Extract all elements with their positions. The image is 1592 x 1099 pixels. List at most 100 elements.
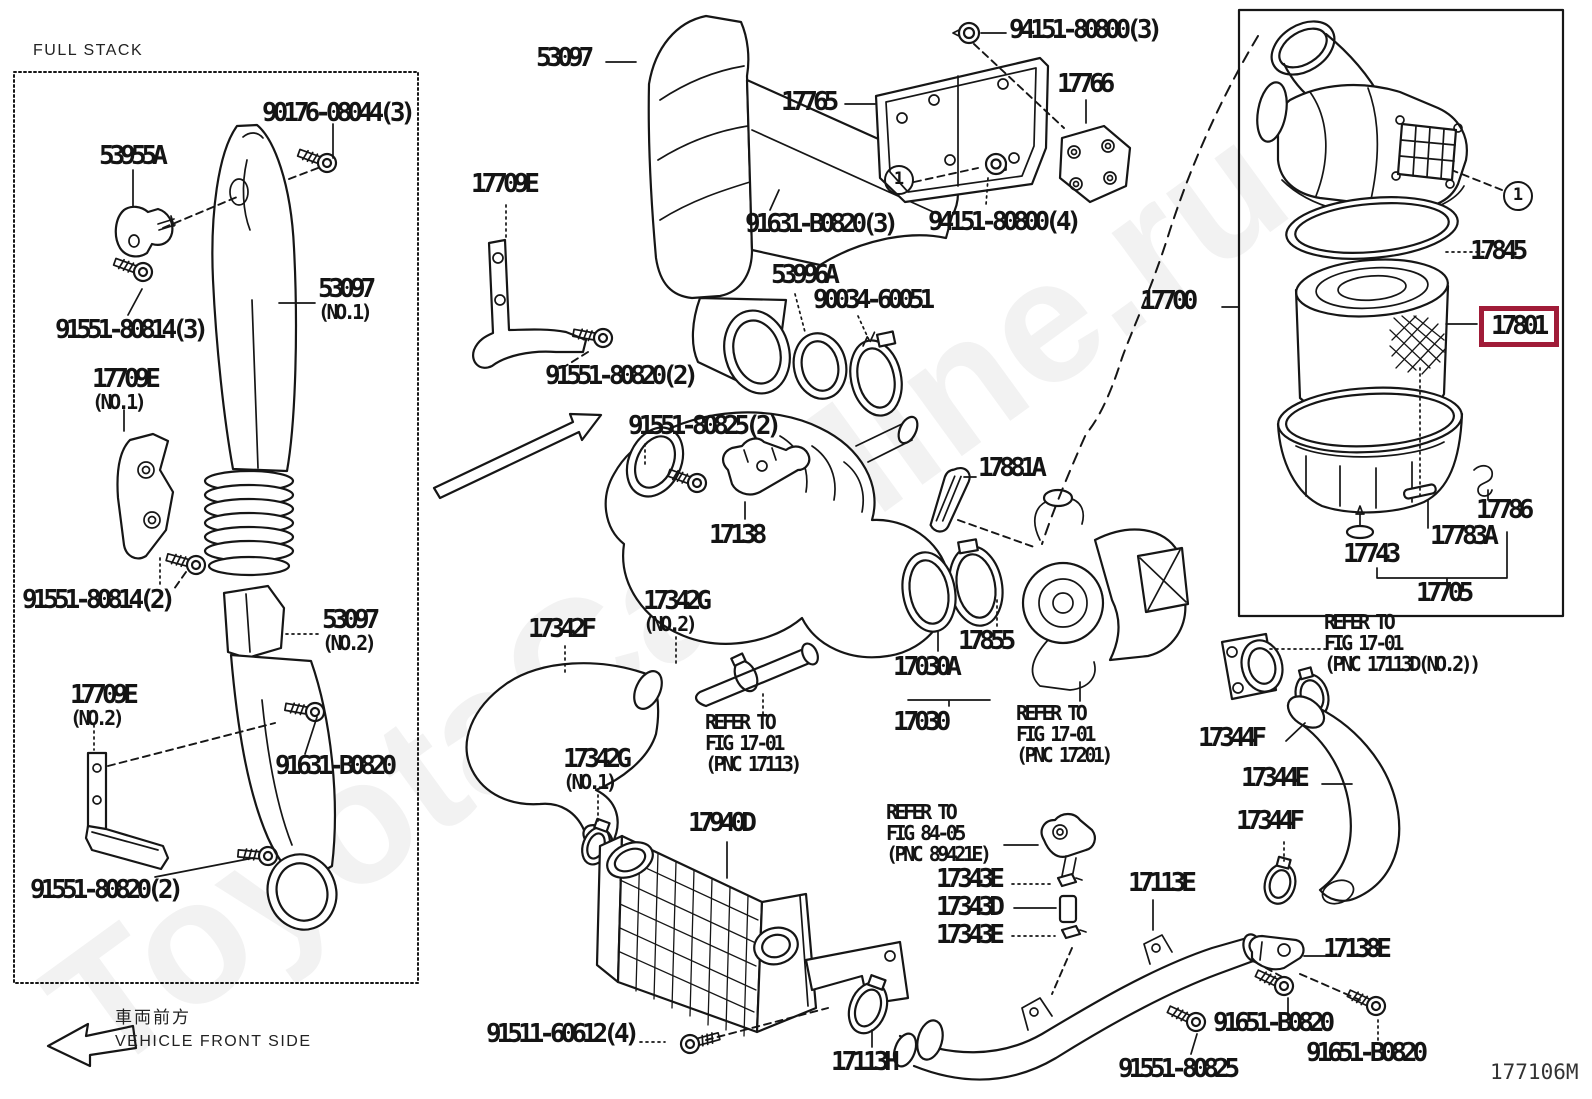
- full-stack-title-text: FULL STACK: [33, 42, 144, 59]
- snorkel-duct-no2: [222, 584, 338, 931]
- part-91631-b0820-3-text: 91631-B0820(3): [745, 209, 899, 239]
- hose-17342f: [465, 662, 663, 852]
- part-53097-no1: 53097(NO.1): [318, 276, 376, 323]
- part-17342g-no1: 17342G(NO.1): [563, 746, 632, 793]
- part-91651-b0820-right-text: 91651-B0820: [1306, 1038, 1428, 1068]
- note-refer-fig-17-01-pnc-17113d-text: REFER TO: [1324, 610, 1396, 634]
- part-17342f-text: 17342F: [528, 614, 597, 644]
- part-53996a: 53996A: [771, 262, 840, 288]
- part-17030a: 17030A: [893, 654, 962, 680]
- nut-94151-4: [984, 152, 1008, 176]
- part-17138-text: 17138: [709, 520, 767, 550]
- part-91551-80825: 91551-80825: [1118, 1056, 1240, 1082]
- vehicle-front-en-text: VEHICLE FRONT SIDE: [115, 1033, 312, 1050]
- part-17030: 17030: [893, 709, 951, 735]
- part-17709e-no1-text: 17709E: [92, 364, 161, 394]
- part-17342g-no2-text: (NO.2): [643, 612, 698, 636]
- full-stack-title: FULL STACK: [33, 42, 143, 60]
- part-17138e: 17138E: [1323, 936, 1392, 962]
- part-53097-no1-text: (NO.1): [318, 300, 373, 324]
- part-17343e-lower: 17343E: [936, 922, 1005, 948]
- part-91551-80820-2-center: 91551-80820(2): [545, 363, 699, 389]
- part-53097-no2: 53097(NO.2): [322, 607, 380, 654]
- part-17344f-lower-text: 17344F: [1236, 806, 1305, 836]
- clip-17138e: [1248, 934, 1305, 971]
- clamp-53996a: [792, 332, 848, 400]
- note-refer-fig-17-01-pnc-17113d-text: FIG 17-01: [1324, 631, 1404, 655]
- part-17709e-no1-text: (NO.1): [92, 390, 147, 414]
- part-91511-60612-4-text: 91511-60612(4): [486, 1019, 640, 1049]
- part-17709e-no2: 17709E(NO.2): [70, 682, 139, 729]
- pipe-stub-17113: [695, 642, 819, 708]
- sensor-89421e: [1040, 812, 1096, 879]
- part-17709e-center-text: 17709E: [471, 169, 540, 199]
- part-17743: 17743: [1343, 541, 1401, 567]
- part-53097-no2-text: 53097: [322, 605, 380, 635]
- clip-17343e-upper: [1056, 872, 1083, 888]
- drawing-code: 177106M: [1490, 1060, 1579, 1084]
- clamp-17344f-lower: [1263, 855, 1297, 905]
- note-refer-fig-17-01-pnc-17201-text: REFER TO: [1016, 701, 1088, 725]
- part-17344f-lower: 17344F: [1236, 808, 1305, 834]
- part-17709e-no1: 17709E(NO.1): [92, 366, 161, 413]
- part-94151-80800-3-text: 94151-80800(3): [1009, 15, 1163, 45]
- part-17881a-text: 17881A: [978, 453, 1047, 483]
- note-refer-fig-17-01-pnc-17113d-text: (PNC 17113D(NO.2)): [1324, 652, 1481, 676]
- part-53097-center-text: 53097: [536, 43, 594, 73]
- part-91651-b0820-left-text: 91651-B0820: [1213, 1008, 1335, 1038]
- callout-1-center-text: 1: [884, 165, 914, 195]
- part-17786: 17786: [1476, 497, 1534, 523]
- part-17783a-text: 17783A: [1430, 521, 1499, 551]
- part-17783a: 17783A: [1430, 523, 1499, 549]
- vehicle-front-jp-text: 車両前方: [115, 1008, 191, 1027]
- part-91551-80814-3-text: 91551-80814(3): [55, 315, 209, 345]
- part-17845: 17845: [1470, 238, 1528, 264]
- note-refer-fig-84-05-text: FIG 84-05: [886, 821, 966, 845]
- part-91551-80825-2-text: 91551-80825(2): [628, 411, 782, 441]
- part-91511-60612-4: 91511-60612(4): [486, 1021, 640, 1047]
- turbocharger: [1021, 488, 1190, 691]
- air-cleaner-cap: [1256, 20, 1468, 217]
- part-91551-80820-2-center-text: 91551-80820(2): [545, 361, 699, 391]
- callout-1-right: 1: [1503, 181, 1533, 211]
- part-17138e-text: 17138E: [1323, 934, 1392, 964]
- part-17343e-upper: 17343E: [936, 866, 1005, 892]
- bracket-17138: [722, 437, 811, 496]
- part-17342g-no2: 17342G(NO.2): [643, 588, 712, 635]
- part-94151-80800-4: 94151-80800(4): [928, 209, 1082, 235]
- flange-17344: [1220, 632, 1284, 701]
- part-17343e-upper-text: 17343E: [936, 864, 1005, 894]
- part-17343d-text: 17343D: [936, 892, 1005, 922]
- part-53097-center: 53097: [536, 45, 594, 71]
- note-refer-fig-17-01-pnc-17201-text: (PNC 17201): [1016, 743, 1113, 767]
- part-17709e-no2-text: 17709E: [70, 680, 139, 710]
- part-17705-text: 17705: [1416, 578, 1474, 608]
- full-stack-box: [13, 71, 419, 984]
- part-17709e-center: 17709E: [471, 171, 540, 197]
- part-90176-08044-text: 90176-08044(3): [262, 98, 416, 128]
- note-refer-fig-17-01-pnc-17113-text: REFER TO: [705, 710, 777, 734]
- part-17709e-no2-text: (NO.2): [70, 706, 125, 730]
- part-91631-b0820-3: 91631-B0820(3): [745, 211, 899, 237]
- callout-1-right-text: 1: [1503, 181, 1533, 211]
- clamp-17855: [948, 538, 1004, 627]
- part-17113h: 17113H: [831, 1049, 900, 1075]
- bracket-17709e-center: [472, 238, 588, 369]
- part-90176-08044: 90176-08044(3): [262, 100, 416, 126]
- note-refer-fig-17-01-pnc-17201-text: FIG 17-01: [1016, 722, 1096, 746]
- part-17344e-text: 17344E: [1241, 763, 1310, 793]
- part-17113h-text: 17113H: [831, 1047, 900, 1077]
- part-17881a: 17881A: [978, 455, 1047, 481]
- air-duct-53097: [647, 14, 960, 395]
- part-91651-b0820-right: 91651-B0820: [1306, 1040, 1428, 1066]
- part-91651-b0820-left: 91651-B0820: [1213, 1010, 1335, 1036]
- spacer-17343d: [1058, 894, 1078, 924]
- part-91551-80814-2-text: 91551-80814(2): [22, 585, 176, 615]
- bellows: [203, 469, 295, 577]
- part-53996a-text: 53996A: [771, 260, 840, 290]
- note-refer-fig-84-05-text: (PNC 89421E): [886, 842, 992, 866]
- part-91551-80825-text: 91551-80825: [1118, 1054, 1240, 1084]
